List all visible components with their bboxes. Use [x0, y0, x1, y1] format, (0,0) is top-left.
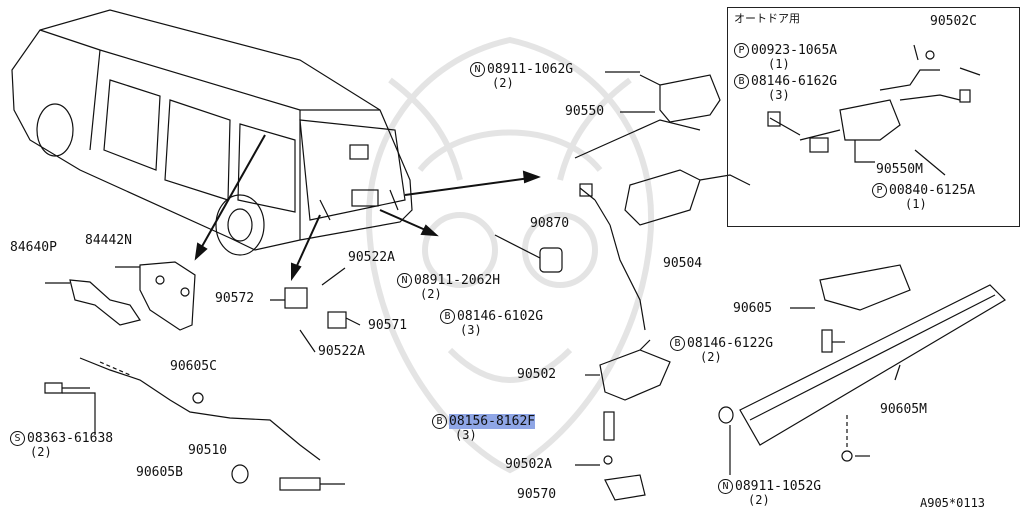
part-90522A-bottom[interactable]: 90522A	[318, 344, 365, 359]
part-90870[interactable]: 90870	[530, 216, 570, 231]
highlighted-part-number: 08156-8162F	[449, 414, 536, 429]
part-08146-6122G-qty: (2)	[700, 350, 722, 364]
part-00923-qty: (1)	[768, 57, 790, 71]
part-90605C[interactable]: 90605C	[170, 359, 217, 374]
n-badge-icon: N	[470, 62, 485, 77]
p-badge-icon: P	[872, 183, 887, 198]
part-08911-1052G-qty: (2)	[748, 493, 770, 507]
diagram-code: A905*0113	[920, 496, 986, 510]
b-badge-icon: B	[734, 74, 749, 89]
part-90502[interactable]: 90502	[517, 367, 557, 382]
vehicle-illustration	[11, 9, 413, 256]
part-90550[interactable]: 90550	[565, 104, 605, 119]
auto-door-inset-box	[727, 7, 1020, 227]
part-90502A[interactable]: 90502A	[505, 457, 552, 472]
p-badge-icon: P	[734, 43, 749, 58]
b-badge-icon: B	[670, 336, 685, 351]
watermark-emblem	[365, 36, 655, 474]
part-08363-qty: (2)	[30, 445, 52, 459]
part-84640P[interactable]: 84640P	[10, 240, 57, 255]
s-badge-icon: S	[10, 431, 25, 446]
part-90572[interactable]: 90572	[215, 291, 255, 306]
part-90605[interactable]: 90605	[733, 301, 773, 316]
part-90570[interactable]: 90570	[517, 487, 557, 502]
part-08911-1062G-qty: (2)	[492, 76, 514, 90]
part-84442N[interactable]: 84442N	[85, 233, 132, 248]
b-badge-icon: B	[440, 309, 455, 324]
part-90605B[interactable]: 90605B	[136, 465, 183, 480]
part-90502C[interactable]: 90502C	[930, 14, 977, 29]
part-90550M[interactable]: 90550M	[876, 162, 923, 177]
n-badge-icon: N	[718, 479, 733, 494]
part-08911-2062H-qty: (2)	[420, 287, 442, 301]
part-90504[interactable]: 90504	[663, 256, 703, 271]
part-08146-6162G-qty: (3)	[768, 88, 790, 102]
n-badge-icon: N	[397, 273, 412, 288]
part-08146-6102G-qty: (3)	[460, 323, 482, 337]
part-08156-qty: (3)	[455, 428, 477, 442]
part-90571[interactable]: 90571	[368, 318, 408, 333]
part-00840-qty: (1)	[905, 197, 927, 211]
part-90522A-top[interactable]: 90522A	[348, 250, 395, 265]
part-90605M[interactable]: 90605M	[880, 402, 927, 417]
part-90510[interactable]: 90510	[188, 443, 228, 458]
b-badge-icon: B	[432, 414, 447, 429]
inset-title: オートドア用	[734, 12, 800, 25]
